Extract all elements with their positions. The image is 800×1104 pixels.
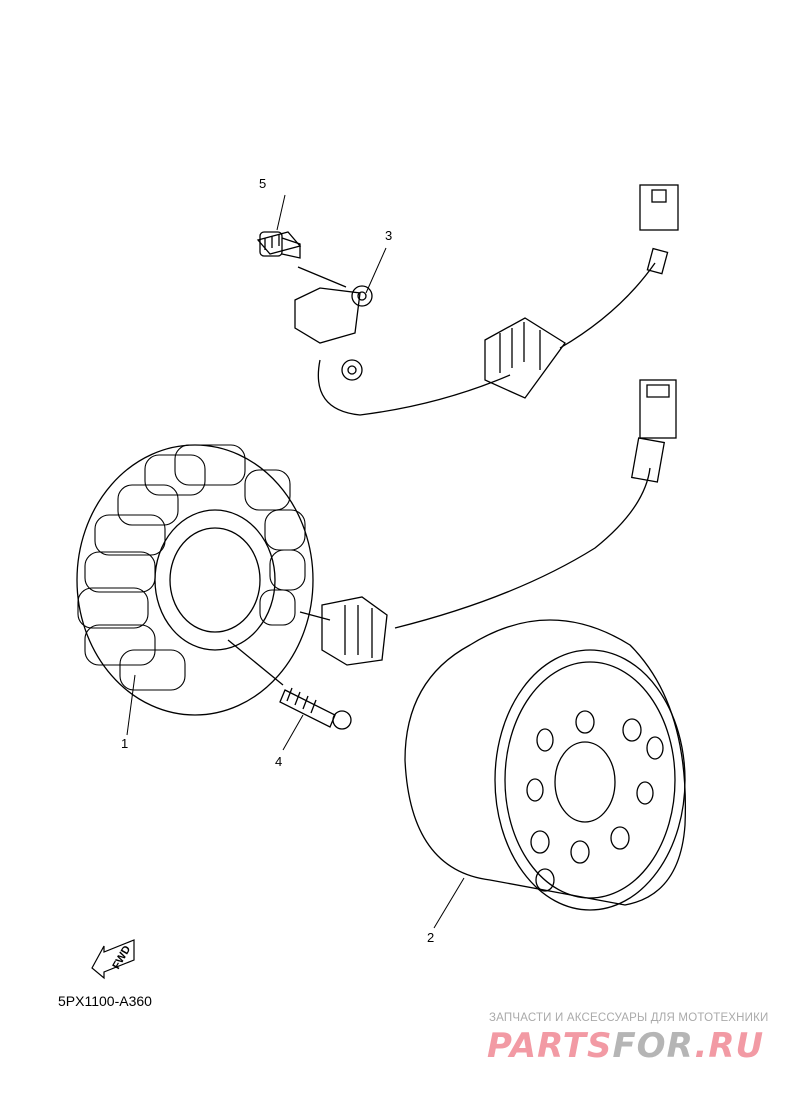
bolt-4	[227, 639, 352, 730]
callout-1: 1	[121, 736, 129, 751]
bolt-5	[259, 231, 301, 259]
watermark-logo-parts: PARTS	[487, 1026, 613, 1066]
watermark-logo: PARTSFOR.RU	[487, 1026, 764, 1066]
diagram-code: 5PX1100-A360	[58, 993, 152, 1009]
stator	[76, 379, 677, 716]
callout-2: 2	[427, 930, 435, 945]
callout-3: 3	[385, 228, 393, 243]
leader-lines	[126, 194, 465, 929]
flywheel-rotor	[404, 619, 687, 911]
fwd-arrow-icon: FWD	[91, 939, 135, 980]
pickup-coil	[256, 184, 679, 416]
watermark-logo-ru: .RU	[694, 1026, 765, 1066]
watermark-tagline: ЗАПЧАСТИ И АКСЕССУАРЫ ДЛЯ МОТОТЕХНИКИ	[489, 1012, 769, 1024]
watermark-logo-for: FOR	[612, 1026, 695, 1066]
callout-4: 4	[275, 754, 283, 769]
callout-5: 5	[259, 176, 267, 191]
